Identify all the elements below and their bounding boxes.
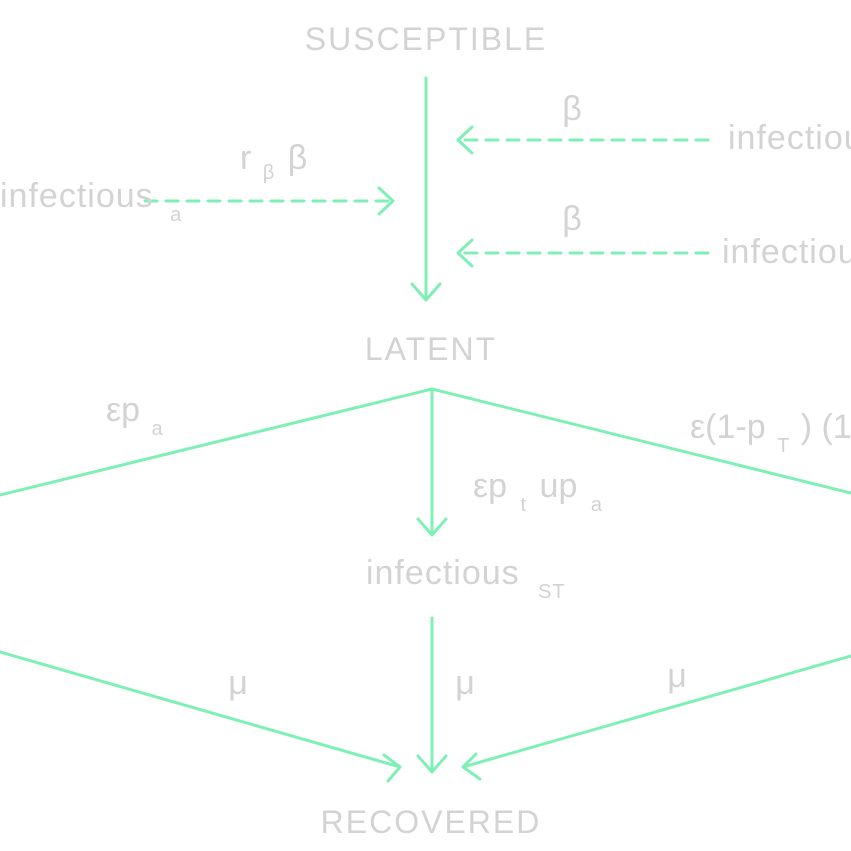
rate-r: r <box>240 139 251 177</box>
rate-eps-one-minus-pt: ε(1-p <box>690 408 766 446</box>
node-susceptible: SUSCEPTIBLE <box>305 21 548 57</box>
node-recovered: RECOVERED <box>321 804 542 840</box>
edge-infectious-st-to-recovered <box>416 616 448 774</box>
node-infectious-st: infectious ST <box>366 554 566 603</box>
node-infectious-s-main: infectious <box>722 233 851 271</box>
node-infectious-s: infectious s <box>722 233 851 282</box>
rate-beta-infectious: β <box>562 90 582 128</box>
rate-eps-pa-sub: a <box>152 418 164 440</box>
node-latent: LATENT <box>365 331 497 367</box>
arrowhead-infectious-a <box>377 186 395 216</box>
edge-latent-to-left <box>0 387 434 497</box>
rate-eps-one-minus: ε(1-p T ) (1-p a ) <box>690 408 851 460</box>
edge-right-to-recovered <box>461 654 851 781</box>
edge-latent-to-infectious-st <box>416 387 448 537</box>
rate-r-sub-beta: β <box>263 162 275 184</box>
rate-mu-center: μ <box>455 664 475 702</box>
arrowhead-infectious-s <box>456 238 474 268</box>
rate-mu-right: μ <box>667 657 687 695</box>
node-infectious-a-sub: a <box>170 204 182 226</box>
edge-susceptible-to-latent <box>410 76 442 302</box>
edge-latent-to-right <box>430 387 851 495</box>
rate-eps-pa: εp a <box>106 391 164 440</box>
node-infectious-st-sub: ST <box>538 581 566 603</box>
rate-eps-pt-sub: t <box>521 494 527 516</box>
rate-mu-left: μ <box>228 664 248 702</box>
node-infectious-st-main: infectious <box>366 554 520 592</box>
compartment-labels: SUSCEPTIBLE LATENT RECOVERED infectious … <box>0 21 851 840</box>
rate-eps-pt: εp <box>473 467 507 505</box>
rate-eps-pa-main: εp <box>106 391 140 429</box>
arrowhead-infectious <box>456 125 474 155</box>
node-infectious: infectious <box>728 119 851 157</box>
rate-eps-one-minus-pa: ) (1-p <box>801 408 851 446</box>
rate-r-beta-beta: r β β <box>240 139 307 187</box>
rate-beta-infectious-s: β <box>562 200 582 238</box>
rate-labels: β β r β β εp a εp t up a ε(1-p T ) (1-p <box>106 90 851 702</box>
rate-eps-one-minus-sub-t: T <box>777 435 789 457</box>
flow-edges <box>0 76 851 783</box>
node-infectious-a-main: infectious <box>0 177 154 215</box>
node-infectious-a: infectious a <box>0 177 182 226</box>
edge-left-to-recovered <box>0 650 402 783</box>
rate-u-pa: up <box>540 467 578 505</box>
rate-eps-pt-u-pa: εp t up a <box>473 467 603 519</box>
rate-u-pa-sub: a <box>591 494 603 516</box>
rate-beta-after-r: β <box>288 139 308 177</box>
infection-edges <box>143 125 710 268</box>
